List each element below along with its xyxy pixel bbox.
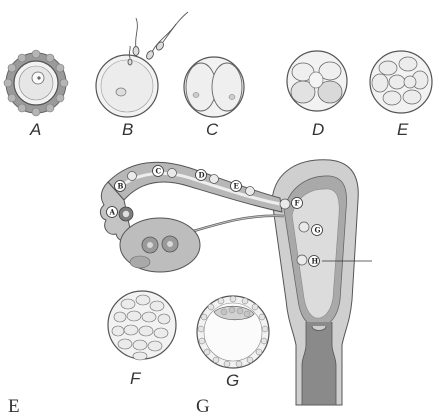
caption-right: G bbox=[196, 396, 210, 418]
stage-c-two-cell bbox=[184, 57, 244, 117]
tube-marker-a: A bbox=[107, 207, 118, 218]
stage-g-blastocyst bbox=[197, 296, 269, 368]
stage-label-f: F bbox=[130, 369, 142, 388]
stage-label-c: C bbox=[206, 120, 219, 139]
tube-marker-h: H bbox=[309, 256, 320, 267]
svg-text:A: A bbox=[109, 208, 116, 217]
tube-marker-d: D bbox=[196, 170, 207, 181]
stage-d-four-cell bbox=[287, 51, 347, 111]
svg-text:F: F bbox=[295, 199, 300, 208]
stage-label-b: B bbox=[122, 120, 133, 139]
tube-marker-e: E bbox=[231, 181, 242, 192]
stage-b-fertilization bbox=[96, 12, 188, 117]
tube-marker-c: C bbox=[153, 166, 164, 177]
stage-e-eight-cell bbox=[370, 51, 432, 113]
tube-marker-f: F bbox=[292, 198, 303, 209]
stage-label-e: E bbox=[397, 120, 409, 139]
svg-text:C: C bbox=[156, 167, 162, 176]
svg-text:D: D bbox=[199, 171, 205, 180]
tube-marker-g: G bbox=[312, 225, 323, 236]
svg-text:H: H bbox=[312, 257, 319, 266]
stage-f-morula bbox=[108, 291, 176, 360]
caption-left: E bbox=[8, 396, 20, 418]
stage-label-g: G bbox=[226, 371, 239, 390]
svg-text:G: G bbox=[315, 226, 321, 235]
svg-text:B: B bbox=[118, 182, 124, 191]
stage-label-a: A bbox=[29, 120, 41, 139]
stage-label-d: D bbox=[312, 120, 324, 139]
stage-a-oocyte bbox=[4, 50, 68, 116]
svg-text:E: E bbox=[234, 182, 239, 191]
tube-marker-b: B bbox=[115, 181, 126, 192]
